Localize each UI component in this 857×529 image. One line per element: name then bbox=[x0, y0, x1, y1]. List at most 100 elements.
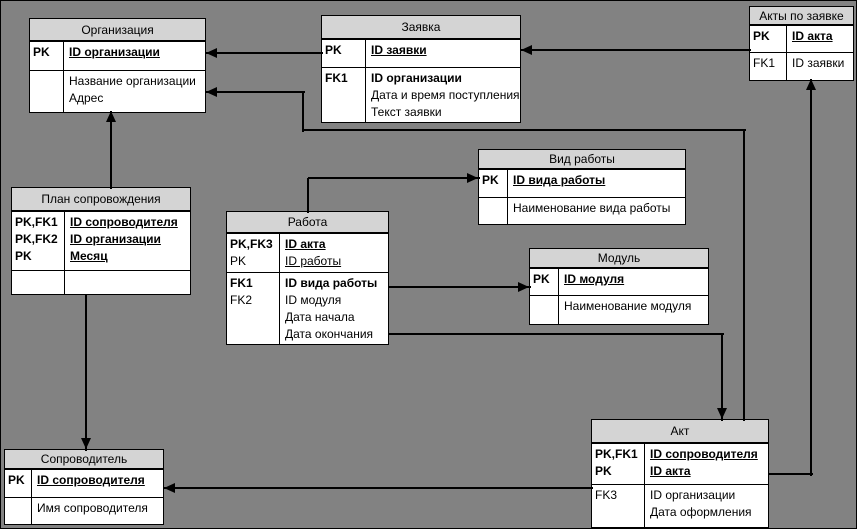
attribute-column: Имя сопроводителя bbox=[32, 498, 163, 524]
connector-work-to-module bbox=[389, 286, 531, 288]
attribute-name: ID акта bbox=[285, 237, 326, 251]
connector-arrowhead bbox=[106, 111, 116, 122]
key-column: FK1 bbox=[750, 53, 787, 80]
key-column bbox=[5, 498, 32, 524]
attribute-column: ID вида работы bbox=[508, 170, 685, 197]
key-column bbox=[479, 198, 508, 224]
connector-act-to-supporter bbox=[164, 487, 593, 489]
attribute-name: Адрес bbox=[69, 91, 104, 105]
entity-section: PK ID модуля bbox=[530, 269, 708, 295]
attribute-name: ID модуля bbox=[564, 272, 625, 286]
attribute-name: ID сопроводителя bbox=[650, 447, 758, 461]
key-label: FK3 bbox=[595, 488, 618, 502]
attribute-name: ID акта bbox=[792, 29, 833, 43]
connector-arrowhead bbox=[467, 173, 478, 183]
key-label: PK,FK2 bbox=[15, 232, 58, 246]
attribute-column: ID организации bbox=[64, 42, 205, 70]
attribute-column bbox=[65, 271, 190, 294]
attribute-name: Имя сопроводителя bbox=[37, 501, 148, 515]
entity-section bbox=[12, 270, 190, 294]
attribute-name: ID заявки bbox=[371, 43, 427, 57]
key-label bbox=[33, 90, 61, 107]
entity-section: FK1 ID заявки bbox=[750, 52, 853, 80]
attribute-name: ID организации bbox=[371, 71, 462, 85]
key-label: PK,FK1 bbox=[15, 215, 58, 229]
attribute-name: ID модуля bbox=[285, 293, 342, 307]
key-column bbox=[530, 296, 559, 324]
connector-support-plan-to-supporter bbox=[85, 294, 87, 451]
key-label: FK1 bbox=[753, 56, 776, 70]
key-label: PK bbox=[325, 43, 342, 57]
key-label: FK1 bbox=[325, 71, 348, 85]
key-label: FK1 bbox=[230, 276, 253, 290]
key-label bbox=[230, 309, 277, 326]
entity-title: Акты по заявке bbox=[750, 7, 853, 26]
key-label: PK,FK3 bbox=[230, 237, 273, 251]
connector-arrowhead bbox=[206, 48, 217, 58]
key-label: PK,FK1 bbox=[595, 447, 638, 461]
attribute-name: ID вида работы bbox=[285, 276, 378, 290]
key-column: FK1 bbox=[322, 68, 366, 122]
attribute-name: ID заявки bbox=[792, 56, 845, 70]
attribute-name: Текст заявки bbox=[371, 105, 442, 119]
connector-request-to-organization bbox=[206, 52, 323, 54]
key-label bbox=[8, 500, 29, 517]
connector-work-to-work-type bbox=[308, 177, 480, 179]
attribute-name: Дата начала bbox=[285, 310, 355, 324]
key-label: PK bbox=[595, 464, 612, 478]
connector-support-plan-to-organization bbox=[110, 111, 112, 189]
connector-work-to-work-type bbox=[307, 178, 309, 213]
key-label: FK2 bbox=[230, 293, 253, 307]
entity-title: Сопроводитель bbox=[5, 450, 163, 470]
connector-act-to-organization bbox=[206, 91, 305, 93]
connector-arrowhead bbox=[717, 408, 727, 419]
attribute-column: ID акта bbox=[787, 26, 853, 52]
entity-title: План сопровождения bbox=[12, 188, 190, 212]
attribute-name: ID сопроводителя bbox=[37, 473, 145, 487]
key-column: PK bbox=[479, 170, 508, 197]
attribute-column: ID модуля bbox=[559, 269, 708, 295]
key-label: PK bbox=[15, 249, 32, 263]
attribute-name: Наименование вида работы bbox=[513, 201, 671, 215]
connector-arrowhead bbox=[806, 79, 816, 90]
key-label: PK bbox=[230, 254, 247, 268]
key-column: PK bbox=[530, 269, 559, 295]
entity-title: Акт bbox=[592, 420, 768, 444]
connector-act-to-organization bbox=[743, 130, 745, 421]
attribute-name: ID вида работы bbox=[513, 173, 606, 187]
attribute-name: Название организации bbox=[69, 74, 196, 88]
entity-section: Наименование модуля bbox=[530, 295, 708, 324]
connector-act-to-organization bbox=[302, 92, 304, 132]
connector-arrowhead bbox=[521, 45, 532, 55]
key-label bbox=[325, 104, 363, 121]
key-label: PK bbox=[482, 173, 499, 187]
connector-act-to-acts-by-request bbox=[769, 473, 813, 475]
attribute-name: Дата окончания bbox=[285, 327, 374, 341]
